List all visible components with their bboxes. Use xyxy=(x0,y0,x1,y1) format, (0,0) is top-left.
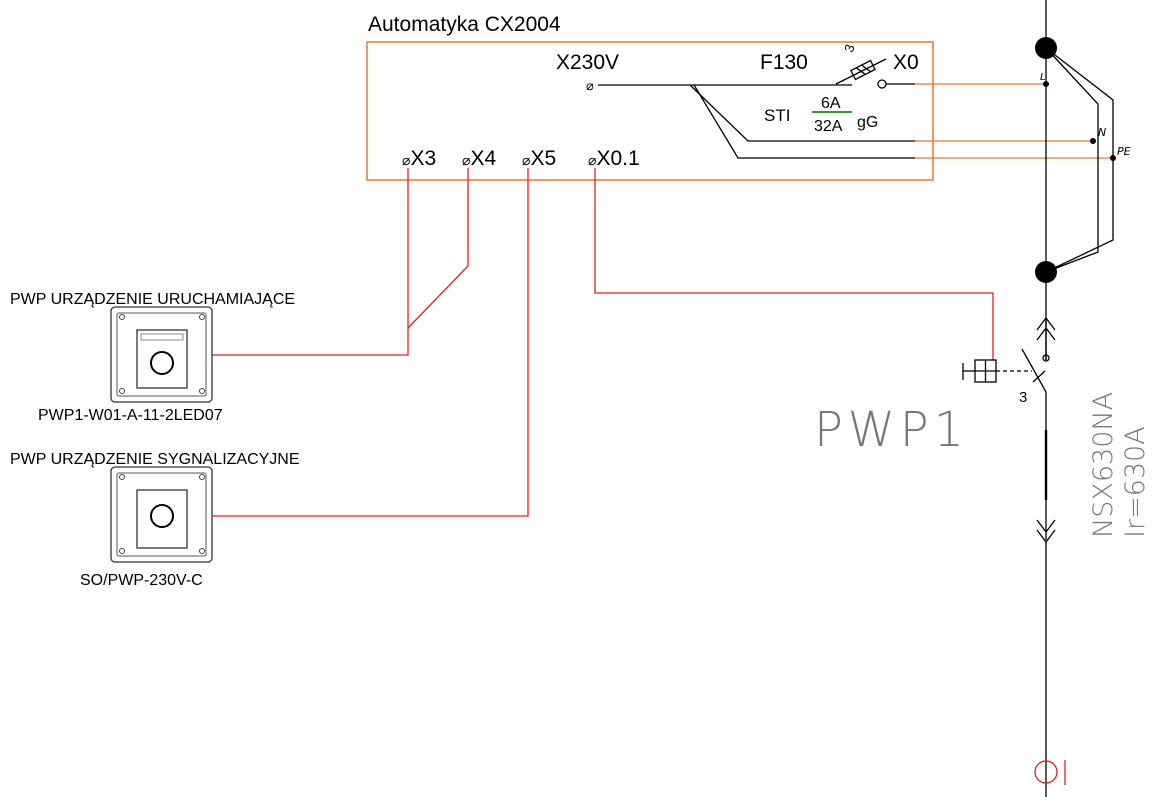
busbar-label-l: L xyxy=(1040,72,1046,83)
cabinet-title: Automatyka CX2004 xyxy=(368,13,561,36)
cabinet-border xyxy=(366,41,934,181)
start-device-heading: PWP URZĄDZENIE URUCHAMIAJĄCE xyxy=(10,291,295,308)
signal-device-box xyxy=(110,466,213,563)
breaker-type-line1: NSX630NA xyxy=(1088,392,1119,538)
fuse-pole-mark: 3 xyxy=(841,42,858,54)
start-device-box xyxy=(110,306,213,403)
fuse-terminal-label: X0 xyxy=(893,51,919,74)
busbar-tap-l xyxy=(1043,81,1049,87)
signal-device-model: SO/PWP-230V-C xyxy=(80,572,203,589)
fuse-rating-top: 6A xyxy=(821,95,841,112)
internal-wiring xyxy=(598,84,915,159)
busbar-label-n: N xyxy=(1098,126,1106,139)
breaker-type-line2: Ir=630A xyxy=(1120,426,1151,538)
fuse-label: F130 xyxy=(760,51,808,74)
terminal-x3: ⌀X3 xyxy=(402,147,436,170)
breaker-symbol xyxy=(962,316,1056,797)
breaker-designation: PWP1 xyxy=(814,402,964,458)
fuse-symbol xyxy=(835,58,915,89)
busbar-tap-n xyxy=(1090,138,1096,144)
fuse-rating-bottom: 32A xyxy=(814,118,843,135)
terminal-x5: ⌀X5 xyxy=(522,147,556,170)
terminal-x230v-label: X230V xyxy=(556,51,619,74)
busbar-label-pe: PE xyxy=(1117,145,1131,158)
terminal-x0-1: ⌀X0.1 xyxy=(588,147,640,170)
sti-label: STI xyxy=(764,106,790,125)
start-device-model: PWP1-W01-A-11-2LED07 xyxy=(38,407,223,424)
busbar-node-top xyxy=(1035,37,1057,59)
feeder-lines xyxy=(915,83,1113,159)
busbar-tap-pe xyxy=(1110,155,1116,161)
main-busbar xyxy=(1045,0,1114,360)
end-marker-circle xyxy=(1034,760,1058,784)
breaker-pole-count: 3 xyxy=(1019,389,1027,406)
busbar-node-bottom xyxy=(1035,261,1057,283)
terminal-x4: ⌀X4 xyxy=(462,147,496,170)
signal-device-heading: PWP URZĄDZENIE SYGNALIZACYJNE xyxy=(10,451,300,468)
terminal-x230v-symbol: ⌀ xyxy=(586,78,594,93)
fuse-class: gG xyxy=(857,114,878,131)
control-wires xyxy=(212,168,994,517)
